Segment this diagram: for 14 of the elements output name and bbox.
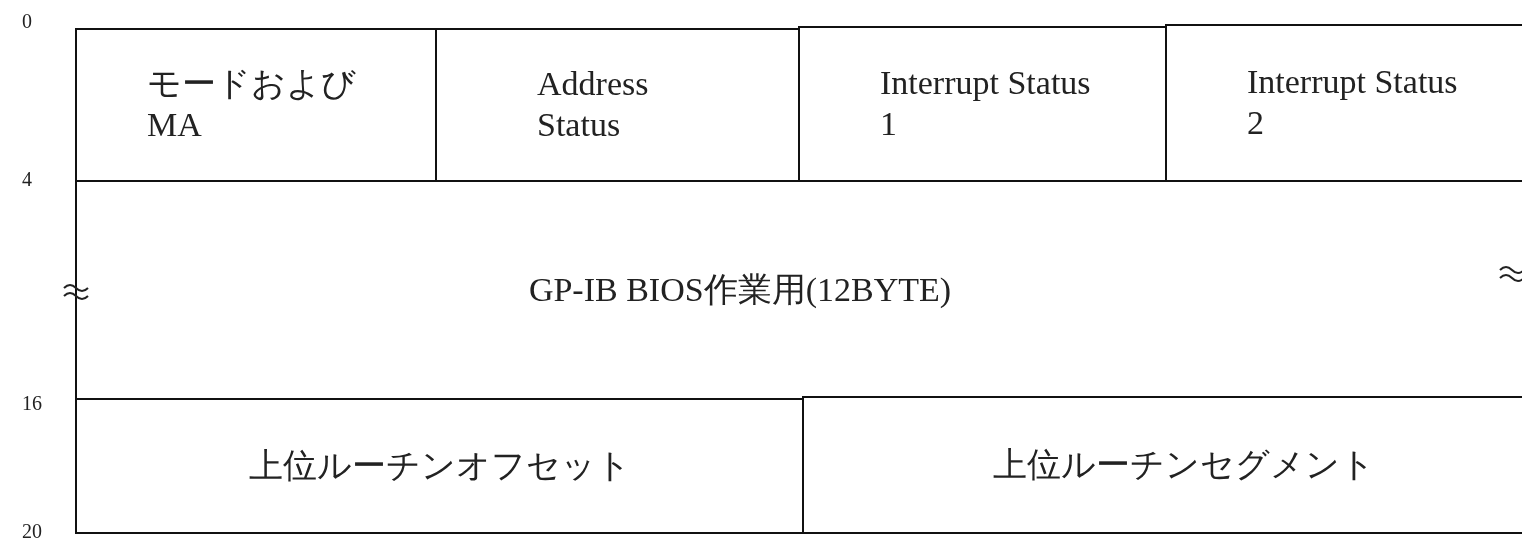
byte-offset: 4	[22, 168, 32, 191]
table-cell	[75, 398, 804, 534]
byte-offset: 16	[22, 392, 42, 415]
byte-offset: 20	[22, 520, 42, 543]
byte-offset: 0	[22, 10, 32, 33]
cell-text: Address Status	[537, 64, 650, 145]
cell-text: GP-IB BIOS作業用(12BYTE)	[528, 269, 952, 310]
cell-text: 上位ルーチンセグメント	[992, 444, 1375, 485]
table-cell	[802, 396, 1522, 534]
cell-text: モードおよびMA	[147, 64, 357, 145]
cell-text: 上位ルーチンオフセット	[248, 445, 631, 486]
cell-text: Interrupt Status 2	[1247, 62, 1459, 143]
table-cell	[75, 28, 437, 182]
cell-text: Interrupt Status 1	[880, 63, 1092, 144]
